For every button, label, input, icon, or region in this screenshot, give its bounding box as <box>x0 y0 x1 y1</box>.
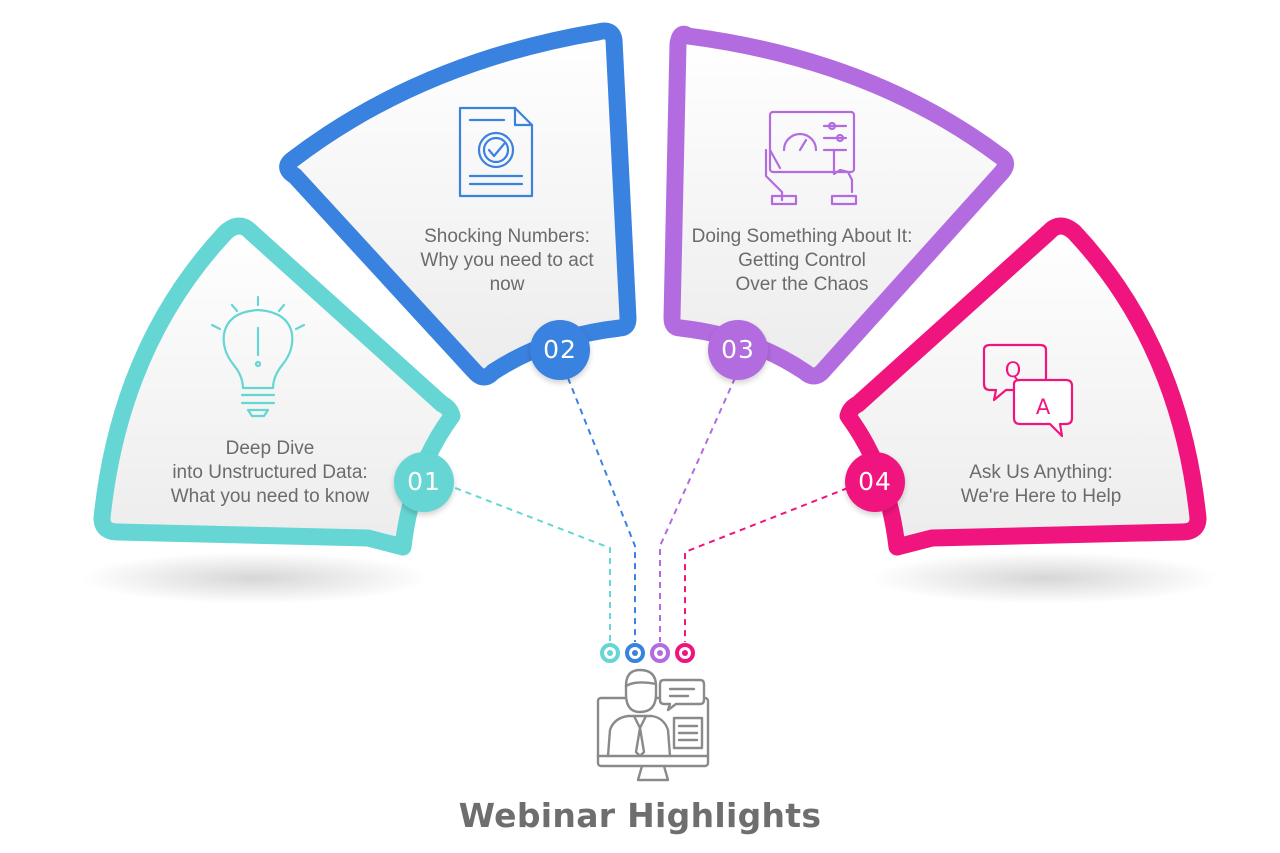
connector-01 <box>444 483 611 642</box>
qa-chat-icon: Q A <box>982 343 1074 438</box>
item-04-line-2: We're Here to Help <box>960 486 1122 507</box>
badge-03: 03 <box>708 320 768 380</box>
tablet-dashboard-icon <box>764 110 858 206</box>
qa-icon-a-glyph: A <box>1036 395 1051 419</box>
item-03-line-1: Doing Something About It: <box>691 226 913 247</box>
item-02-line-3: now <box>489 274 525 295</box>
item-01-line-1: Deep Dive <box>225 438 315 459</box>
item-01-line-3: What you need to know <box>170 486 370 507</box>
page-title: Webinar Highlights <box>458 796 822 835</box>
badge-02: 02 <box>530 320 590 380</box>
item-04-label: Ask Us Anything: We're Here to Help <box>921 461 1161 509</box>
badge-01: 01 <box>394 452 454 512</box>
qa-icon-q-glyph: Q <box>1005 358 1022 382</box>
webinar-presenter-icon <box>596 668 710 782</box>
lightbulb-icon <box>210 295 306 418</box>
item-02-line-1: Shocking Numbers: <box>424 226 590 247</box>
item-04-line-1: Ask Us Anything: <box>969 462 1113 483</box>
item-01-label: Deep Dive into Unstructured Data: What y… <box>150 437 390 509</box>
item-01-line-2: into Unstructured Data: <box>172 462 368 483</box>
card-02 <box>279 22 637 386</box>
connector-dot-02 <box>632 650 638 656</box>
item-02-label: Shocking Numbers: Why you need to act no… <box>387 225 627 297</box>
connector-dot-03 <box>657 650 663 656</box>
card-03 <box>663 25 1014 385</box>
connector-03 <box>659 377 736 642</box>
badge-04: 04 <box>845 452 905 512</box>
checked-document-icon <box>458 106 534 198</box>
card-shadow <box>80 552 430 604</box>
item-03-label: Doing Something About It: Getting Contro… <box>672 225 932 297</box>
connector-dot-04 <box>682 650 688 656</box>
item-03-line-3: Over the Chaos <box>735 274 869 295</box>
connector-dot-01 <box>607 650 613 656</box>
connector-02 <box>567 377 636 642</box>
connector-04 <box>684 483 859 642</box>
item-03-line-2: Getting Control <box>738 250 866 271</box>
card-shadow <box>870 552 1220 604</box>
item-02-line-2: Why you need to act <box>420 250 594 271</box>
